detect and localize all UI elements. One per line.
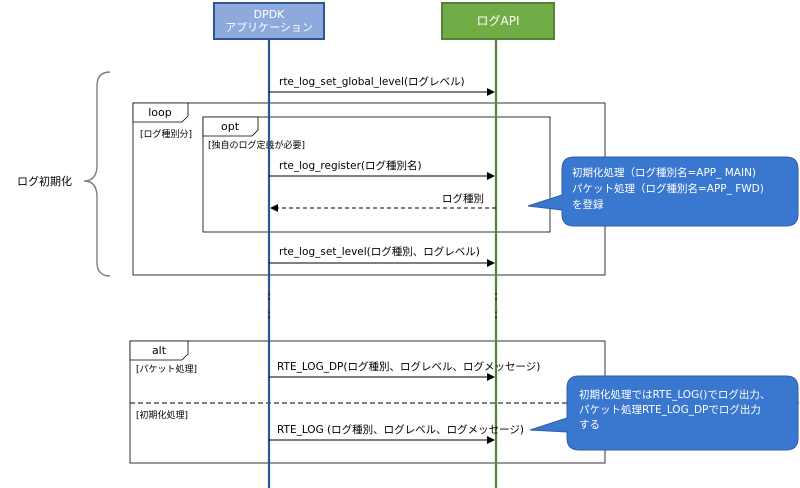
loop-frame: loop [ログ種別分] bbox=[132, 102, 606, 276]
alt-frame-title: alt bbox=[152, 344, 167, 357]
continuation-dots: : : : : bbox=[267, 289, 498, 321]
app-lifeline-title-line1: DPDK bbox=[254, 8, 286, 21]
callout-text-line: パケット処理RTE_LOG_DPでログ出力 bbox=[579, 403, 761, 416]
message-set-global-level: rte_log_set_global_level(ログレベル) bbox=[269, 75, 495, 96]
opt-frame-title: opt bbox=[221, 120, 240, 133]
opt-frame-border bbox=[202, 116, 551, 233]
log-api-lifeline-title: ログAPI bbox=[477, 14, 520, 28]
loop-frame-tag bbox=[132, 102, 189, 123]
opt-frame-tag bbox=[202, 116, 259, 137]
callout-text-line: 初期化処理ではRTE_LOG()でログ出力、 bbox=[579, 388, 770, 401]
app-continuation-dot: : bbox=[267, 289, 271, 303]
alt-frame-tag bbox=[129, 340, 189, 361]
alt-guard-packet: [パケット処理] bbox=[136, 363, 197, 375]
message-rte-log: RTE_LOG (ログ種別、ログレベル、ログメッセージ) bbox=[269, 423, 524, 444]
callout-registration-note: 初期化処理（ログ種別名=APP_ MAIN) パケット処理（ログ種別名=APP_… bbox=[527, 156, 799, 227]
log-api-lifeline-box bbox=[441, 2, 555, 40]
alt-frame-border bbox=[129, 340, 606, 464]
alt-guard-init: [初期化処理] bbox=[136, 409, 188, 421]
message-label: ログ種別 bbox=[442, 192, 484, 205]
callout-logging-note: 初期化処理ではRTE_LOG()でログ出力、 パケット処理RTE_LOG_DPで… bbox=[529, 375, 799, 451]
message-return-log-type: ログ種別 bbox=[270, 192, 496, 212]
message-set-level: rte_log_set_level(ログ種別、ログレベル) bbox=[269, 245, 495, 267]
callout-bubble bbox=[527, 156, 799, 227]
log-api-lifeline-header: ログAPI bbox=[441, 2, 555, 40]
brace-label: ログ初期化 bbox=[17, 174, 72, 188]
alt-frame: alt [パケット処理] [初期化処理] bbox=[129, 340, 800, 464]
initialization-brace bbox=[83, 71, 111, 277]
app-continuation-dot: : bbox=[267, 307, 271, 321]
message-label: RTE_LOG (ログ種別、ログレベル、ログメッセージ) bbox=[277, 423, 524, 436]
loop-guard: [ログ種別分] bbox=[140, 128, 192, 140]
app-lifeline-header: DPDK アプリケーション bbox=[213, 2, 325, 40]
opt-frame: opt [独自のログ定義が必要] bbox=[202, 116, 551, 233]
message-label: rte_log_set_global_level(ログレベル) bbox=[279, 75, 465, 88]
log-continuation-dot: : bbox=[494, 289, 498, 303]
callout-text-line: 初期化処理（ログ種別名=APP_ MAIN) bbox=[572, 166, 756, 179]
loop-frame-title: loop bbox=[148, 106, 172, 119]
message-register: rte_log_register(ログ種別名) bbox=[269, 159, 495, 180]
message-label: rte_log_set_level(ログ種別、ログレベル) bbox=[279, 245, 480, 258]
app-lifeline-title-line2: アプリケーション bbox=[225, 21, 313, 34]
log-continuation-dot: : bbox=[494, 307, 498, 321]
callout-text-line: を登録 bbox=[572, 198, 604, 211]
message-rte-log-dp: RTE_LOG_DP(ログ種別、ログレベル、ログメッセージ) bbox=[269, 360, 540, 381]
message-label: rte_log_register(ログ種別名) bbox=[279, 159, 422, 172]
callout-bubble bbox=[529, 375, 799, 451]
callout-text-line: パケット処理（ログ種別名=APP_ FWD) bbox=[572, 182, 764, 195]
app-lifeline-box bbox=[213, 2, 325, 40]
message-label: RTE_LOG_DP(ログ種別、ログレベル、ログメッセージ) bbox=[277, 360, 540, 373]
callout-text-line: する bbox=[579, 419, 600, 431]
opt-guard: [独自のログ定義が必要] bbox=[208, 139, 305, 151]
